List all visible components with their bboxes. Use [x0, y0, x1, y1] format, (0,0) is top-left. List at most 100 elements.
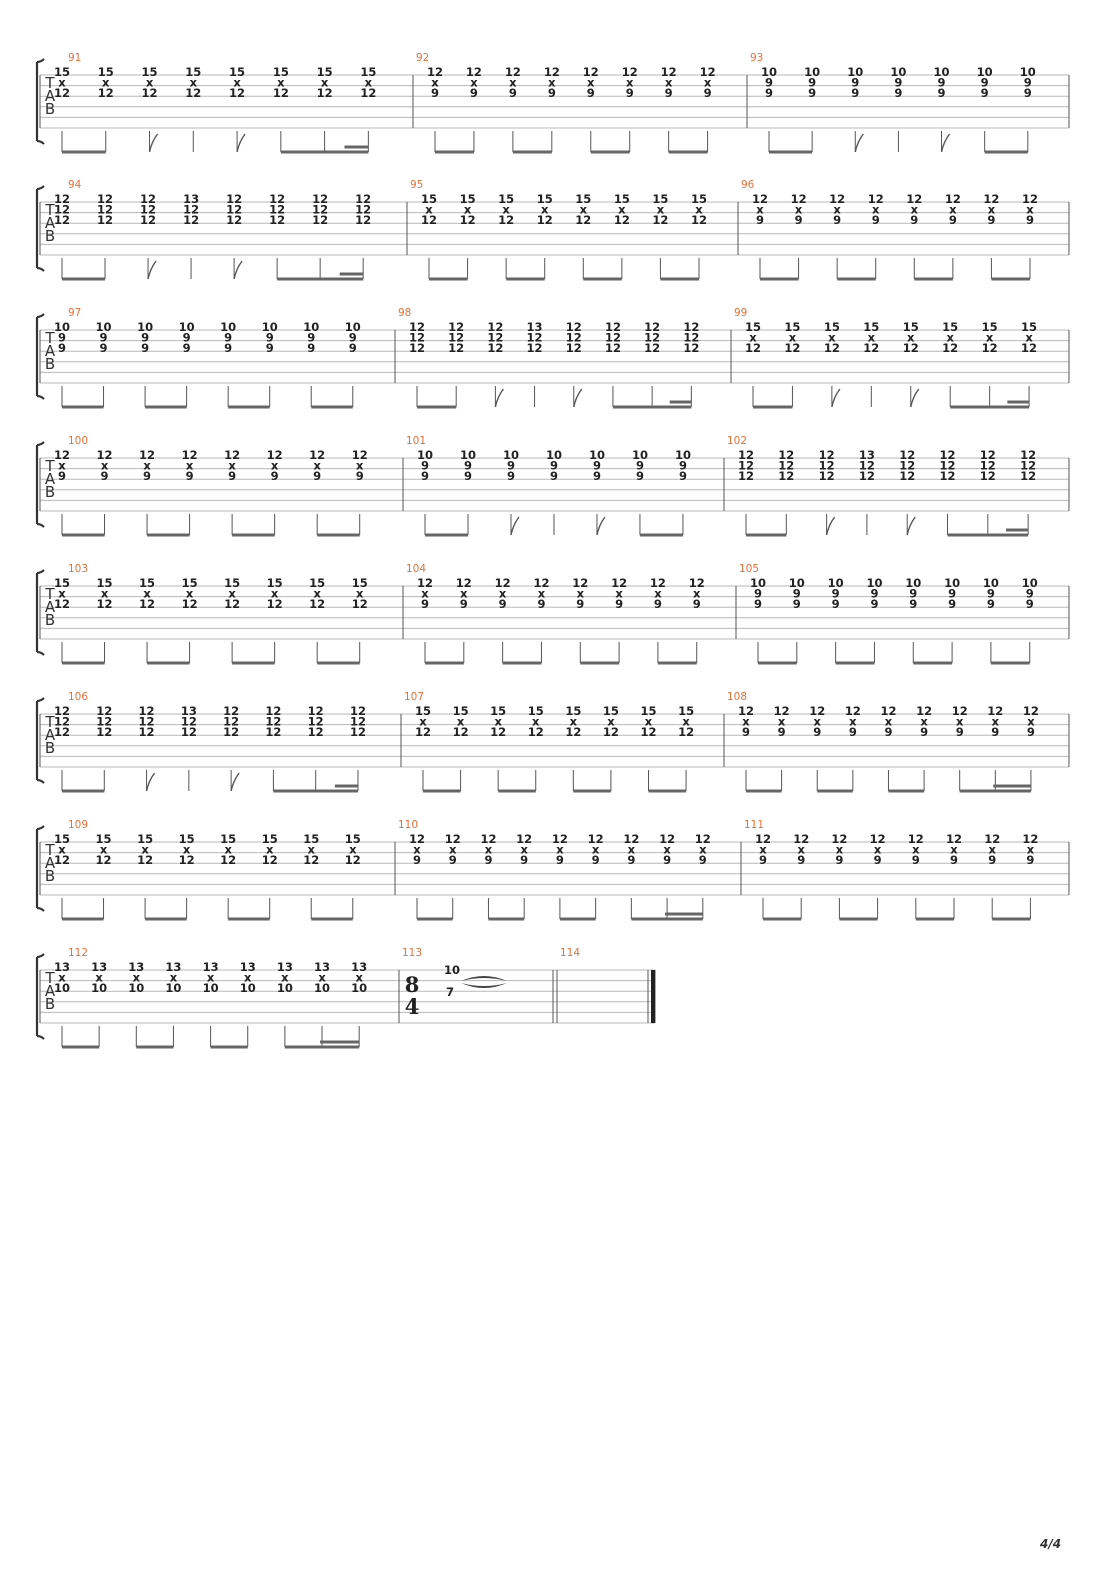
- fret-number: 9: [499, 597, 507, 611]
- beam: [573, 789, 611, 793]
- fret-number: 12: [415, 725, 431, 739]
- fret-number: 12: [487, 331, 503, 345]
- fret-number: 12: [505, 65, 521, 79]
- fret-number: 13: [203, 960, 219, 974]
- fret-number: 12: [409, 331, 425, 345]
- fret-number: x: [425, 203, 433, 217]
- fret-number: 10: [345, 320, 361, 334]
- fret-number: 12: [1021, 341, 1037, 355]
- fret-number: 12: [863, 341, 879, 355]
- fret-number: 9: [349, 341, 357, 355]
- beam: [888, 789, 925, 793]
- fret-number: 15: [179, 832, 195, 846]
- fret-number: 9: [1024, 76, 1032, 90]
- fret-number: x: [615, 587, 623, 601]
- fret-number: 9: [754, 587, 762, 601]
- fret-number: x: [190, 76, 198, 90]
- fret-number: 12: [140, 203, 156, 217]
- beam: [145, 405, 187, 409]
- fret-number: 9: [186, 469, 194, 483]
- system-bracket: [35, 441, 45, 528]
- fret-number: 12: [181, 715, 197, 729]
- time-signature-bottom: 4: [405, 994, 420, 1019]
- fret-number: 9: [981, 76, 989, 90]
- fret-number: 9: [987, 213, 995, 227]
- fret-number: 10: [632, 448, 648, 462]
- fret-number: x: [626, 76, 634, 90]
- fret-number: 9: [349, 331, 357, 345]
- fret-number: 12: [650, 576, 666, 590]
- fret-number: 12: [308, 715, 324, 729]
- fret-number: 9: [593, 469, 601, 483]
- measure-95: 9515x1215x1215x1215x1215x1215x1215x1215x…: [410, 179, 707, 281]
- measure-number: 112: [68, 947, 88, 959]
- fret-number: 12: [182, 597, 198, 611]
- beam: [950, 405, 1030, 409]
- system-2: TAB9412121212121212121213121212121212121…: [35, 179, 1070, 281]
- fret-number: x: [101, 459, 109, 473]
- beam: [590, 150, 630, 154]
- fret-number: 12: [460, 213, 476, 227]
- fret-number: x: [133, 971, 141, 985]
- beam: [147, 533, 190, 537]
- fret-number: 12: [527, 331, 543, 345]
- fret-number: x: [538, 587, 546, 601]
- note-flag: [494, 388, 504, 408]
- note-flag: [906, 516, 916, 536]
- fret-number: 12: [774, 704, 790, 718]
- fret-number: 12: [220, 853, 236, 867]
- fret-number: 12: [139, 597, 155, 611]
- fret-number: 12: [417, 576, 433, 590]
- system-bracket: [35, 185, 45, 272]
- fret-number: x: [580, 203, 588, 217]
- fret-number: 12: [784, 341, 800, 355]
- fret-number: 9: [507, 459, 515, 473]
- fret-number: 9: [626, 86, 634, 100]
- fret-number: 9: [484, 853, 492, 867]
- measure-103: 10315x1215x1215x1215x1215x1215x1215x1215…: [54, 563, 368, 665]
- measure-number: 93: [750, 52, 763, 64]
- fret-number: 9: [765, 86, 773, 100]
- fret-number: 10: [314, 981, 330, 995]
- fret-number: 9: [872, 213, 880, 227]
- fret-number: x: [628, 843, 636, 857]
- tab-clef-letter: B: [45, 739, 55, 757]
- fret-number: 12: [916, 704, 932, 718]
- measure-98: 9812121212121212121213121212121212121212…: [398, 307, 699, 409]
- fret-number: 15: [54, 65, 70, 79]
- fret-number: x: [470, 76, 478, 90]
- beam: [317, 533, 360, 537]
- note-flag: [147, 260, 157, 280]
- fret-number: 12: [1020, 448, 1036, 462]
- beam: [763, 917, 802, 921]
- beam: [835, 661, 875, 665]
- beam: [311, 405, 353, 409]
- beam: [62, 277, 106, 281]
- fret-number: 12: [778, 469, 794, 483]
- fret-number: 9: [313, 469, 321, 483]
- fret-number: x: [795, 203, 803, 217]
- tab-clef-letter: B: [45, 867, 55, 885]
- fret-number: 15: [309, 576, 325, 590]
- fret-number: 12: [267, 597, 283, 611]
- fret-number: 9: [808, 86, 816, 100]
- fret-number: 12: [265, 715, 281, 729]
- fret-number: 10: [54, 320, 70, 334]
- fret-number: 12: [691, 213, 707, 227]
- fret-number: x: [950, 843, 958, 857]
- fret-number: x: [233, 76, 241, 90]
- beam: [631, 917, 703, 921]
- beam: [320, 1040, 360, 1044]
- fret-number: 9: [576, 597, 584, 611]
- beam: [959, 789, 1031, 793]
- fret-number: 12: [224, 597, 240, 611]
- measure-number: 96: [741, 179, 755, 191]
- fret-number: 15: [691, 192, 707, 206]
- fret-number: 12: [659, 832, 675, 846]
- fret-number: 13: [351, 960, 367, 974]
- fret-number: 10: [303, 320, 319, 334]
